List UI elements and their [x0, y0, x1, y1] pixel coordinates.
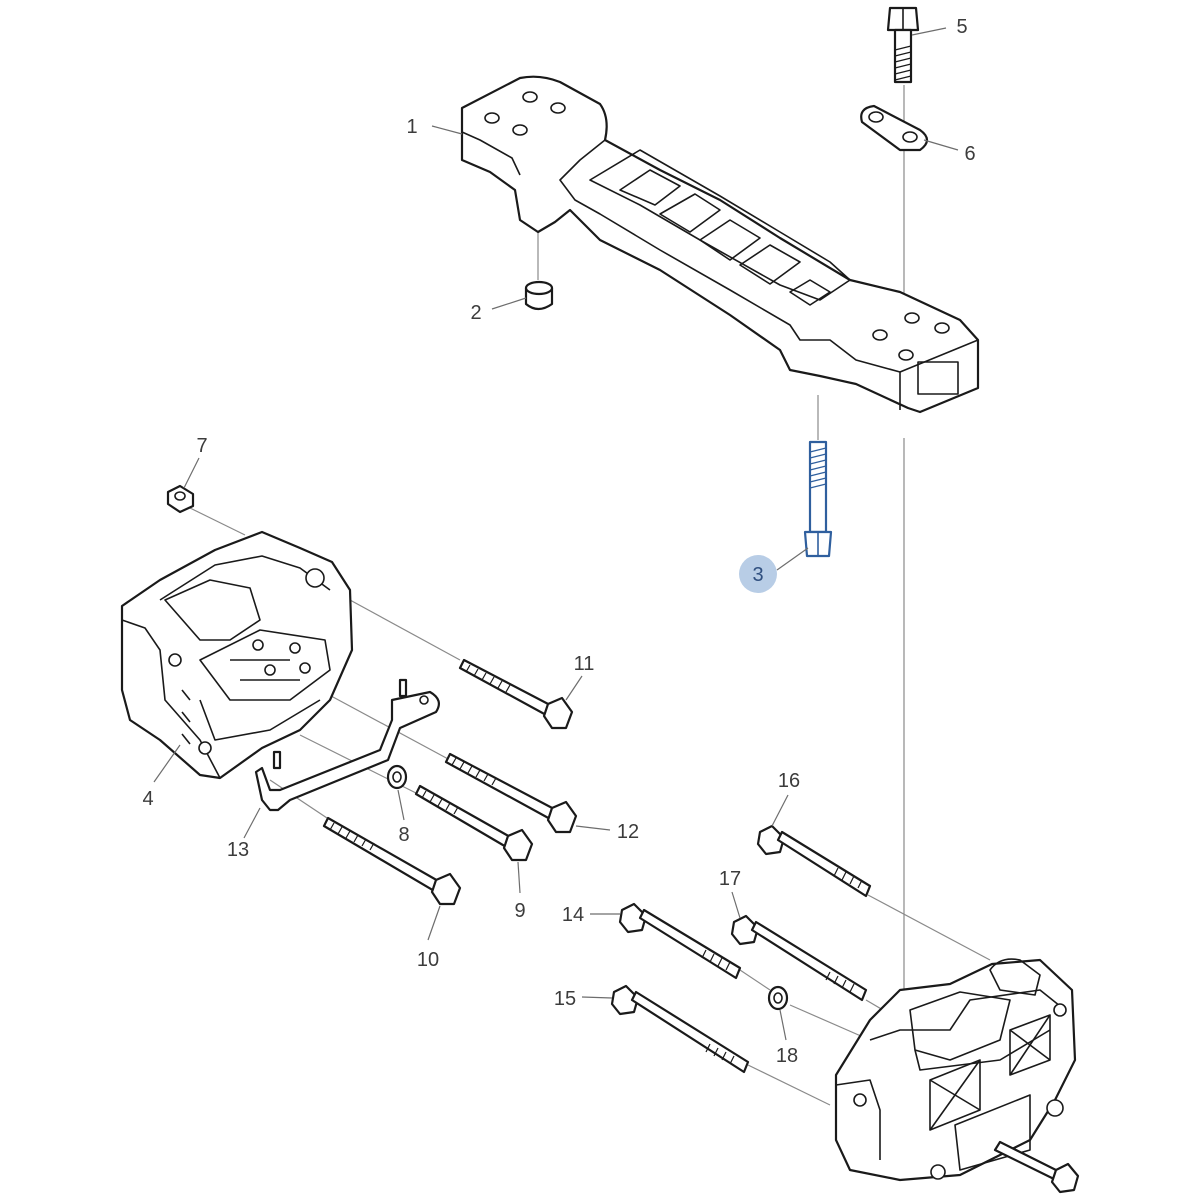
callout-8[interactable]: 8 — [398, 824, 409, 846]
callout-3[interactable]: 3 — [752, 564, 763, 586]
callout-3-highlight — [739, 555, 777, 593]
bracket-13 — [254, 678, 441, 812]
nut-7 — [166, 484, 195, 514]
callout-14[interactable]: 14 — [562, 904, 584, 926]
bolt-9 — [414, 784, 534, 862]
callout-15[interactable]: 15 — [554, 988, 576, 1010]
callout-11[interactable]: 11 — [574, 653, 595, 675]
bolt-12 — [444, 752, 578, 834]
callout-1[interactable]: 1 — [406, 116, 417, 138]
assembly-lines — [189, 85, 991, 1106]
callout-4[interactable]: 4 — [142, 788, 153, 810]
washer-18 — [767, 985, 789, 1011]
bolt-15 — [610, 984, 750, 1074]
leader-lines — [153, 27, 959, 1041]
mount-right — [834, 958, 1080, 1194]
bolt-3 — [803, 440, 833, 558]
callout-17[interactable]: 17 — [719, 868, 741, 890]
bolt-17 — [730, 914, 868, 1002]
callout-18[interactable]: 18 — [776, 1045, 798, 1067]
bushing-2 — [524, 280, 554, 311]
callout-12[interactable]: 12 — [617, 821, 639, 843]
callout-10[interactable]: 10 — [417, 949, 439, 971]
bolt-14 — [618, 902, 742, 980]
callouts: 1 2 3 4 5 6 7 8 9 10 11 12 13 14 15 16 1… — [142, 16, 975, 1067]
washer-8 — [386, 764, 408, 790]
callout-7[interactable]: 7 — [196, 435, 207, 457]
bolt-16 — [756, 824, 872, 898]
callout-2[interactable]: 2 — [470, 302, 481, 324]
crossmember-1 — [460, 75, 980, 414]
bolt-10 — [322, 816, 462, 906]
callout-13[interactable]: 13 — [227, 839, 249, 861]
callout-16[interactable]: 16 — [778, 770, 800, 792]
bolt-5 — [886, 6, 920, 84]
callout-5[interactable]: 5 — [956, 16, 967, 38]
callout-6[interactable]: 6 — [964, 143, 975, 165]
mount-4 — [120, 530, 354, 780]
callout-9[interactable]: 9 — [514, 900, 525, 922]
bolt-11 — [458, 658, 574, 730]
plate-6 — [860, 104, 929, 152]
